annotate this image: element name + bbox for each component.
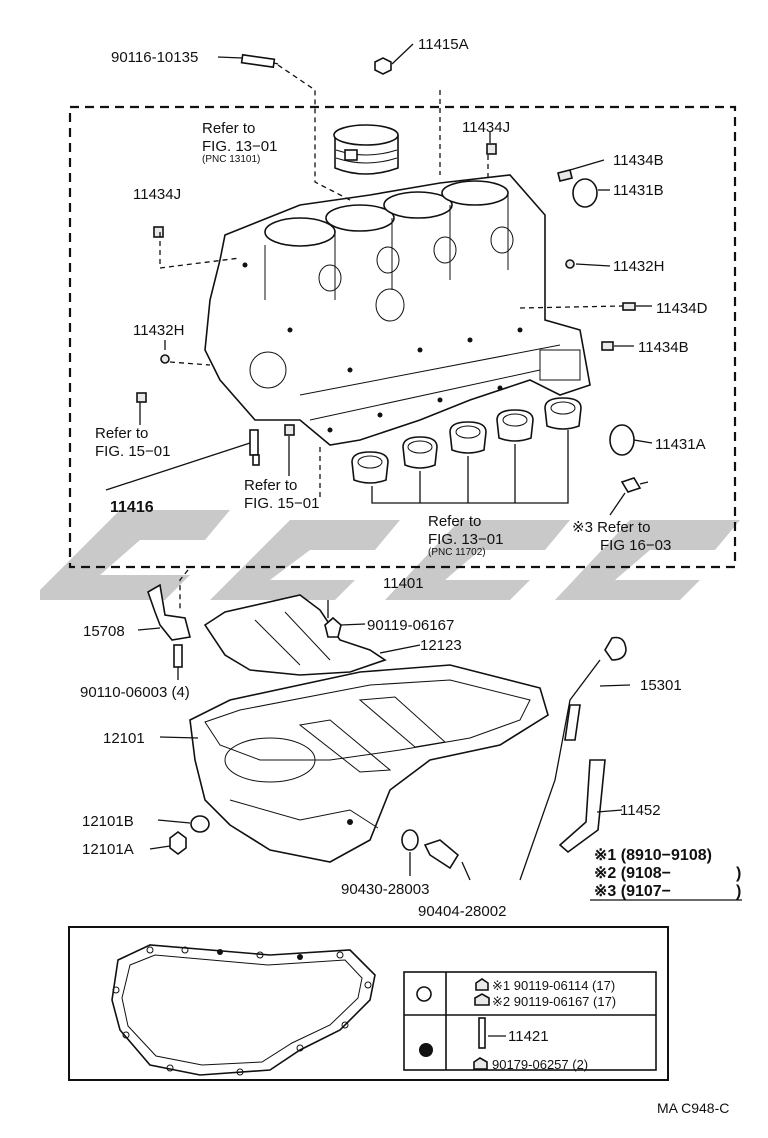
- gasket-illustration: [111, 944, 376, 1076]
- note-3: ※3 (9107−: [594, 883, 671, 900]
- leader-lines-upper: [105, 43, 653, 516]
- label-refer-piston-2: FIG. 13−01: [202, 138, 277, 155]
- diagram-code: MA C948-C: [657, 1100, 729, 1116]
- fastener-legend: [403, 971, 657, 1071]
- label-12101: 12101: [103, 730, 145, 747]
- label-11434b-top: 11434B: [613, 152, 664, 169]
- oil-pan-illustration: [137, 569, 631, 881]
- label-90116-10135: 90116-10135: [111, 49, 198, 66]
- cylinder-block-illustration: [204, 174, 591, 446]
- gasket-detail-frame: [68, 926, 669, 1081]
- label-refer-fig16-2: FIG 16−03: [600, 537, 671, 554]
- label-11432h-right: 11432H: [613, 258, 664, 275]
- label-12101b: 12101B: [82, 813, 134, 830]
- label-11416: 11416: [110, 499, 154, 516]
- piston-illustration: [333, 124, 399, 175]
- label-refer-fig15-left-1: Refer to: [95, 425, 148, 442]
- label-11415a: 11415A: [418, 36, 469, 53]
- label-15301: 15301: [640, 677, 682, 694]
- label-11432h-left: 11432H: [133, 322, 184, 339]
- label-11434j-left: 11434J: [133, 186, 181, 203]
- block-boundary: [68, 105, 737, 569]
- label-refer-bearing-1: Refer to: [428, 513, 481, 530]
- label-90430-28003: 90430-28003: [341, 881, 429, 898]
- label-15708: 15708: [83, 623, 125, 640]
- bearing-caps: [351, 397, 649, 493]
- note-2-close: ): [736, 865, 741, 882]
- label-12123: 12123: [420, 637, 462, 654]
- label-12101a: 12101A: [82, 841, 134, 858]
- label-refer-piston-1: Refer to: [202, 120, 255, 137]
- label-90404-28002: 90404-28002: [418, 903, 506, 920]
- legend-bolt-2: ※2 90119-06167 (17): [492, 994, 616, 1009]
- label-refer-fig15-left-2: FIG. 15−01: [95, 443, 170, 460]
- label-refer-piston-pnc: (PNC 13101): [202, 154, 260, 165]
- label-11401: 11401: [383, 575, 424, 592]
- label-90119-06167: 90119-06167: [367, 617, 454, 634]
- note-3-close: ): [736, 883, 741, 900]
- label-refer-fig16-1: ※3 Refer to: [572, 519, 650, 536]
- open-circle-symbol: [416, 986, 432, 1002]
- label-refer-bearing-2: FIG. 13−01: [428, 531, 503, 548]
- label-11434b-right: 11434B: [638, 339, 689, 356]
- filled-circle-symbol: [419, 1043, 433, 1057]
- label-refer-fig15-mid-1: Refer to: [244, 477, 297, 494]
- legend-bolt-1: ※1 90119-06114 (17): [492, 978, 615, 993]
- top-small-parts: [136, 53, 636, 466]
- legend-stud: 11421: [508, 1028, 549, 1045]
- note-1: ※1 (8910−9108): [594, 847, 712, 864]
- label-11434j-top: 11434J: [462, 119, 510, 136]
- label-11452: 11452: [620, 802, 661, 819]
- label-refer-fig15-mid-2: FIG. 15−01: [244, 495, 319, 512]
- note-2: ※2 (9108−: [594, 865, 671, 882]
- label-11434d: 11434D: [656, 300, 708, 317]
- label-11431a: 11431A: [655, 436, 706, 453]
- label-90110-06003: 90110-06003 (4): [80, 684, 190, 701]
- label-11431b: 11431B: [613, 182, 664, 199]
- legend-nut: 90179-06257 (2): [492, 1057, 588, 1072]
- label-refer-bearing-pnc: (PNC 11702): [428, 547, 486, 558]
